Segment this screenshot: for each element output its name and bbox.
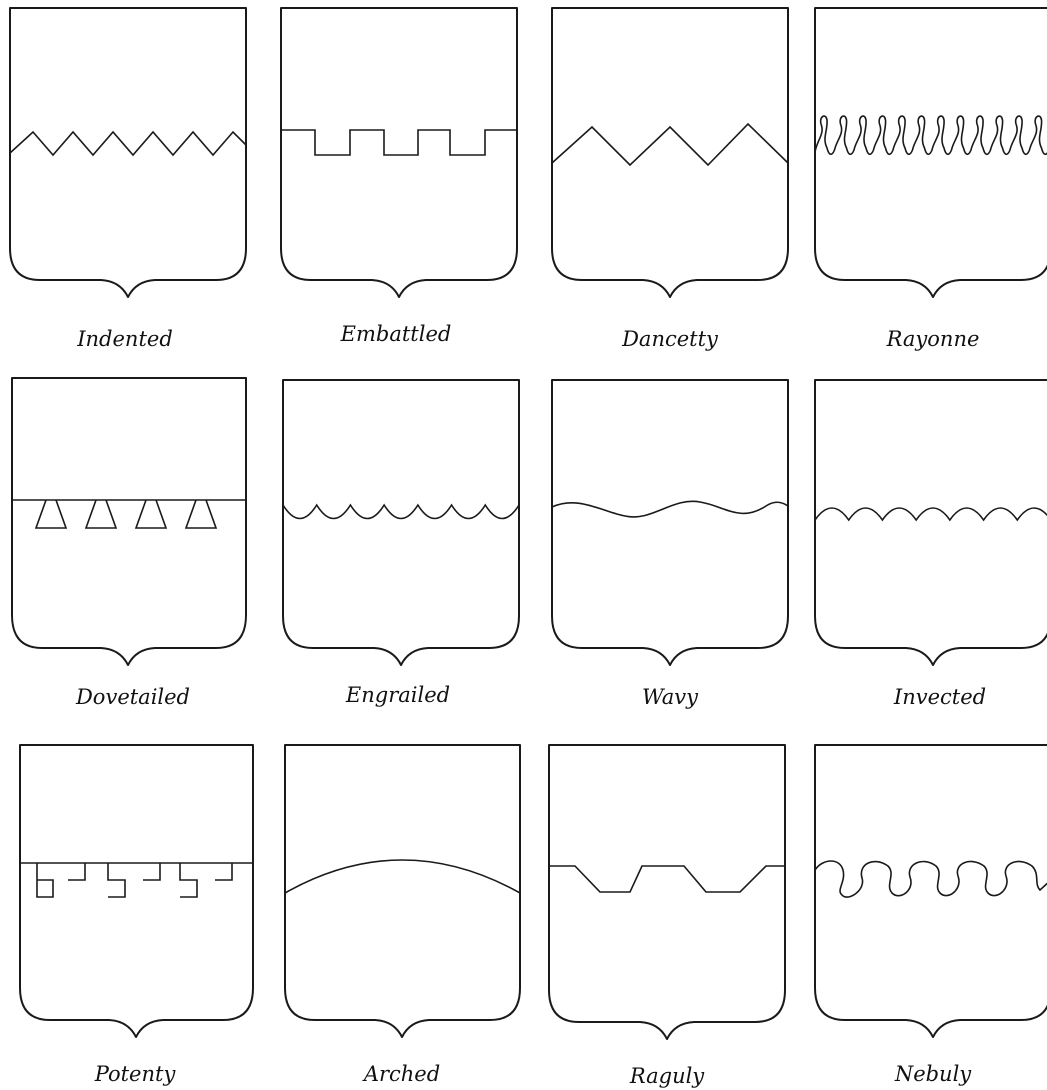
shield-invected: Invected <box>815 380 1047 709</box>
shield-outline <box>281 8 517 297</box>
shield-label: Wavy <box>642 685 699 709</box>
shield-indented: Indented <box>10 8 246 351</box>
shield-dovetailed: Dovetailed <box>12 378 246 709</box>
shield-outline <box>549 745 785 1039</box>
shield-outline <box>283 380 519 665</box>
partition-line <box>285 860 520 893</box>
shield-label: Raguly <box>629 1064 705 1088</box>
shield-potenty: Potenty <box>20 745 253 1086</box>
shield-outline <box>552 8 788 297</box>
shield-outline <box>12 378 246 665</box>
shield-outline <box>815 745 1047 1037</box>
shield-outline <box>20 745 253 1037</box>
shield-label: Nebuly <box>894 1062 972 1086</box>
partition-line <box>552 124 788 165</box>
partition-line <box>10 132 246 155</box>
shield-raguly: Raguly <box>549 745 785 1088</box>
shield-label: Indented <box>76 327 173 351</box>
shield-nebuly: Nebuly <box>815 745 1047 1086</box>
partition-line <box>815 861 1047 897</box>
shield-outline <box>815 380 1047 665</box>
shield-dancetty: Dancetty <box>552 8 788 351</box>
shield-label: Arched <box>362 1062 440 1086</box>
shield-label: Invected <box>893 685 986 709</box>
shield-label: Rayonne <box>886 327 980 351</box>
partition-line <box>552 501 788 517</box>
shield-label: Potenty <box>94 1062 177 1086</box>
shield-engrailed: Engrailed <box>283 380 519 707</box>
partition-line <box>815 116 1047 154</box>
shield-outline <box>285 745 520 1037</box>
shield-label: Dancetty <box>621 327 719 351</box>
shield-label: Engrailed <box>345 683 450 707</box>
partition-line <box>281 130 517 155</box>
shield-embattled: Embattled <box>281 8 517 346</box>
partition-line <box>549 866 785 892</box>
shield-label: Dovetailed <box>75 685 190 709</box>
shield-wavy: Wavy <box>552 380 788 709</box>
partition-line <box>20 863 253 897</box>
shield-rayonne: Rayonne <box>815 8 1047 351</box>
partition-line <box>283 505 519 519</box>
shield-outline <box>552 380 788 665</box>
shield-label: Embattled <box>340 322 452 346</box>
partition-line <box>12 500 246 528</box>
partition-line <box>815 508 1047 520</box>
shield-arched: Arched <box>285 745 520 1086</box>
